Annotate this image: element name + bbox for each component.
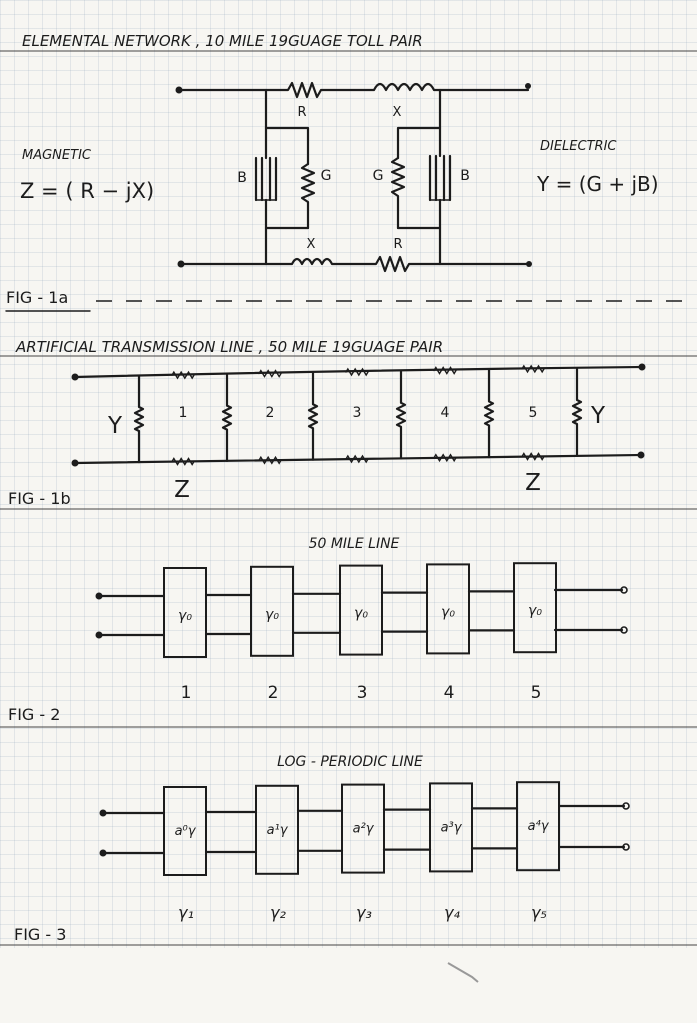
fig1b-series-resistor (345, 454, 369, 464)
fig1a-top-rail (175, 81, 531, 99)
fig2-section-number: 2 (268, 683, 279, 703)
fig3-section-box (341, 783, 385, 874)
fig3-rails (99, 802, 630, 857)
fig3-section-box (516, 781, 560, 872)
fig1b-series-resistor (258, 369, 282, 378)
fig2-section-number: 1 (181, 683, 192, 703)
fig3-section-box (255, 784, 299, 875)
fig1a-b-right-label: B (460, 168, 470, 184)
fig1b-section-number: 5 (529, 405, 538, 421)
fig1b-label: FIG - 1b (8, 489, 71, 508)
fig1a-left-shunt (254, 88, 316, 266)
fig2-title: 50 MILE LINE (309, 536, 400, 552)
fig2-box-label: γ₀ (354, 606, 368, 622)
fig1a-bottom-rail (177, 255, 532, 273)
magnetic-label: MAGNETIC (22, 148, 92, 163)
fig1a-title: ELEMENTAL NETWORK , 10 MILE 19GUAGE TOLL… (22, 32, 423, 50)
fig1b-series-resistor (433, 453, 457, 463)
fig1b-y-left: Y (107, 413, 123, 439)
fig1b-series-resistor (171, 370, 195, 380)
fig3-gamma-label: γ₃ (356, 903, 372, 922)
fig3-gamma-label: γ₅ (531, 903, 547, 922)
paper-fold-mark (447, 962, 479, 983)
fig1b-section-number: 2 (266, 405, 275, 421)
fig1a-r-top-label: R (297, 105, 306, 120)
fig1b-shunt-resistor (307, 371, 319, 461)
fig1a-g-right-label: G (373, 168, 384, 184)
fig1b-y-right: Y (590, 403, 606, 429)
fig2-box-label: γ₀ (265, 607, 279, 623)
fig2-box-label: γ₀ (441, 604, 455, 620)
fig1a-right-shunt (390, 88, 452, 266)
fig2-section-number: 5 (531, 683, 542, 703)
fig3-box-label: a⁴γ (528, 819, 550, 834)
fig1b-series-resistor (521, 364, 545, 374)
fig1b-section-number: 1 (179, 405, 188, 421)
fig3-section-box (163, 786, 207, 876)
dielectric-label: DIELECTRIC (540, 139, 617, 154)
fig1b-shunt-resistor (133, 374, 145, 464)
fig3-label: FIG - 3 (14, 925, 66, 944)
fig1b-section-numbers: 1 2 3 4 5 (179, 405, 538, 421)
fig2-section-box (426, 563, 470, 655)
fig1b-ladder (71, 363, 646, 467)
fig2-rails (95, 586, 628, 639)
fig2-section-box (513, 562, 557, 654)
fig1b-z-right: Z (525, 470, 541, 496)
fig1b-shunt-resistor (395, 370, 407, 460)
fig1a-r-bottom-label: R (393, 237, 402, 252)
fig3-title: LOG - PERIODIC LINE (277, 754, 423, 770)
fig1a-x-top-label: X (393, 105, 402, 120)
fig3-boxes: a⁰γ γ₁ a¹γ γ₂ a²γ γ₃ a³γ γ₄ a⁴γ γ₅ (163, 781, 560, 922)
page-bottom-margin (0, 948, 697, 1023)
fig2-section-box (250, 565, 294, 657)
fig2-section-number: 3 (357, 683, 368, 703)
fig3-box-label: a²γ (353, 822, 375, 837)
fig2-box-label: γ₀ (528, 603, 542, 619)
fig3-box-label: a⁰γ (175, 824, 197, 839)
fig2-label: FIG - 2 (8, 705, 60, 724)
fig2-box-label: γ₀ (178, 608, 192, 624)
fig1b-series-resistors (171, 364, 545, 466)
fig3-box-label: a³γ (441, 820, 463, 835)
fig1a-x-bottom-label: X (307, 237, 316, 252)
fig1b-section-number: 4 (441, 405, 450, 421)
fig1a-label: FIG - 1a (6, 288, 68, 307)
fig2-section-box (339, 564, 383, 656)
fig1b-z-left: Z (174, 477, 190, 503)
fig1b-series-resistor (521, 452, 545, 461)
fig3-gamma-label: γ₂ (270, 903, 286, 922)
fig3-box-label: a¹γ (267, 823, 289, 838)
fig1b-shunt-resistor (571, 367, 583, 458)
fig1b-series-resistor (171, 457, 195, 466)
fig1b-series-resistor (433, 366, 457, 375)
fig2-boxes: γ₀ 1 γ₀ 2 γ₀ 3 γ₀ 4 γ₀ 5 (163, 562, 557, 703)
fig3-gamma-label: γ₁ (178, 903, 194, 922)
magnetic-equation: Z = ( R − jX) (20, 179, 154, 203)
fig1b-shunt-resistor (483, 368, 495, 459)
fig1b-title: ARTIFICIAL TRANSMISSION LINE , 50 MILE 1… (15, 338, 443, 356)
fig1b-shunts (133, 367, 583, 464)
fig1b-shunt-resistor (221, 373, 233, 462)
fig3-section-box (429, 782, 473, 873)
fig1a-g-left-label: G (321, 168, 332, 184)
fig1b-series-resistor (345, 367, 369, 377)
fig1b-series-resistor (258, 455, 282, 465)
dielectric-equation: Y = (G + jB) (536, 172, 659, 196)
fig2-section-number: 4 (444, 683, 455, 703)
fig3-gamma-label: γ₄ (444, 903, 460, 922)
fig1a-b-left-label: B (237, 170, 247, 186)
fig1b-section-number: 3 (353, 405, 362, 421)
fig2-section-box (163, 567, 207, 658)
